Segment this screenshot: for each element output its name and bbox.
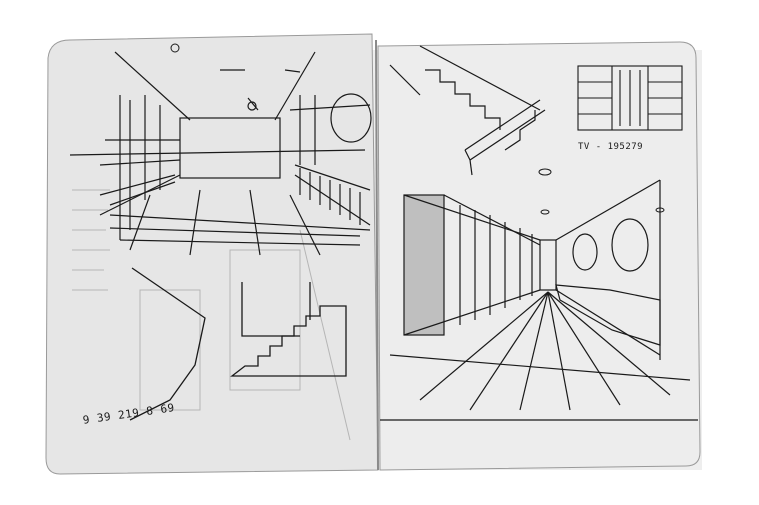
left-perspective-sketch (69, 51, 372, 256)
right-corridor-sketch (380, 179, 698, 421)
round-mirror-sketch (330, 93, 372, 143)
left-stair-section (129, 267, 347, 421)
left-page (45, 33, 379, 475)
right-page-tv-note: TV - 195279 (578, 142, 644, 152)
right-page (377, 41, 701, 471)
right-stair-sketch (389, 45, 546, 176)
right-ceiling-lights (538, 168, 665, 215)
corridor-dark-panel (403, 194, 445, 336)
left-pencil-marks (72, 189, 351, 441)
left-vanity-slats (299, 168, 361, 225)
book-gutter (375, 39, 379, 471)
right-shelf-sketch (577, 65, 683, 131)
left-floor-grid (109, 189, 371, 256)
right-mirror-small (572, 233, 598, 271)
right-mirror-large (611, 218, 649, 272)
left-ceiling-light (170, 43, 180, 53)
corridor-floor-lines (389, 291, 691, 411)
